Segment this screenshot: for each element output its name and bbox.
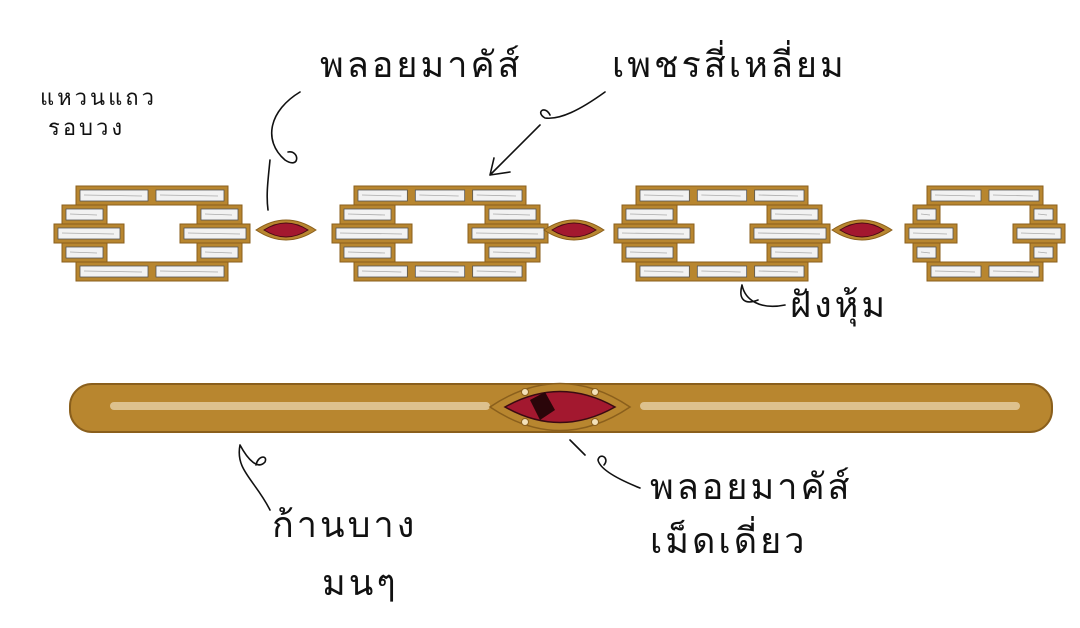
chain-link	[613, 185, 831, 282]
diamond-facet	[1037, 251, 1048, 254]
diamond-facet	[347, 251, 386, 254]
chain-link	[53, 185, 251, 282]
label-bezel-setting: ฝังหุ้ม	[790, 285, 889, 326]
prong	[591, 388, 599, 396]
diamond-facet	[339, 232, 403, 235]
diamond-facet	[492, 213, 531, 216]
marquise-stone	[543, 219, 605, 241]
diamond-facet	[774, 251, 813, 254]
diamond-facet	[1037, 213, 1048, 216]
diamond-facet	[159, 270, 219, 273]
diamond-facet	[475, 232, 539, 235]
leader-diamond	[489, 91, 606, 176]
diamond-facet	[920, 213, 931, 216]
diamond-facet	[476, 194, 517, 197]
diamond-facet	[492, 251, 531, 254]
row-ring-chain	[53, 185, 1066, 282]
diamond-facet	[187, 232, 241, 235]
diamond-facet	[476, 270, 517, 273]
diamond-facet	[83, 194, 143, 197]
diamond-facet	[361, 194, 402, 197]
annotation-leaders	[238, 91, 786, 511]
diamond-facet	[204, 213, 233, 216]
label-thin-band-1: ก้านบาง	[272, 505, 418, 546]
band-highlight	[110, 402, 490, 410]
diamond-facet	[643, 194, 684, 197]
leader-bezel	[740, 284, 786, 307]
diamond-facet	[912, 232, 948, 235]
ruby	[839, 222, 885, 238]
ruby	[263, 222, 309, 238]
diamond-facet	[159, 194, 219, 197]
diamond-facet	[701, 194, 741, 197]
marquise-stone	[831, 219, 893, 241]
prong	[591, 418, 599, 426]
label-single-marquise-1: พลอยมาคัส์	[650, 467, 853, 508]
label-row-ring-1: แหวนแถว	[40, 86, 157, 111]
diamond-facet	[419, 194, 459, 197]
marquise-stone	[255, 219, 317, 241]
diamond-facet	[934, 270, 976, 273]
diamond-facet	[758, 270, 799, 273]
label-single-marquise-2: เม็ดเดี่ยว	[650, 521, 808, 562]
band-highlight	[640, 402, 1020, 410]
diamond-facet	[204, 251, 233, 254]
label-thin-band-2: มนๆ	[322, 563, 399, 604]
diamond-facet	[629, 251, 668, 254]
diamond-facet	[621, 232, 685, 235]
diamond-facet	[992, 194, 1034, 197]
diamond-facet	[643, 270, 684, 273]
label-row-ring-2: รอบวง	[48, 116, 126, 141]
diamond-facet	[69, 213, 98, 216]
diamond-facet	[83, 270, 143, 273]
diamond-facet	[361, 270, 402, 273]
diamond-facet	[920, 251, 931, 254]
diamond-facet	[629, 213, 668, 216]
diamond-facet	[992, 270, 1034, 273]
chain-link	[904, 185, 1066, 282]
diamond-facet	[347, 213, 386, 216]
leader-single	[569, 439, 641, 489]
prong	[521, 388, 529, 396]
thin-band-ring	[69, 382, 1053, 433]
diamond-facet	[419, 270, 459, 273]
label-square-diamond: เพชรสี่เหลี่ยม	[612, 45, 847, 86]
ruby	[551, 222, 597, 238]
diamond-facet	[757, 232, 821, 235]
diamond-facet	[69, 251, 98, 254]
diamond-facet	[934, 194, 976, 197]
prong	[521, 418, 529, 426]
diamond-facet	[61, 232, 115, 235]
leader-marquise	[266, 91, 301, 211]
leader-band	[238, 444, 271, 511]
diamond-facet	[758, 194, 799, 197]
label-marquise-stone: พลอยมาคัส์	[320, 45, 523, 86]
chain-link	[331, 185, 549, 282]
diamond-facet	[1020, 232, 1056, 235]
ruby-facet	[530, 392, 555, 420]
diamond-facet	[774, 213, 813, 216]
diamond-facet	[701, 270, 741, 273]
